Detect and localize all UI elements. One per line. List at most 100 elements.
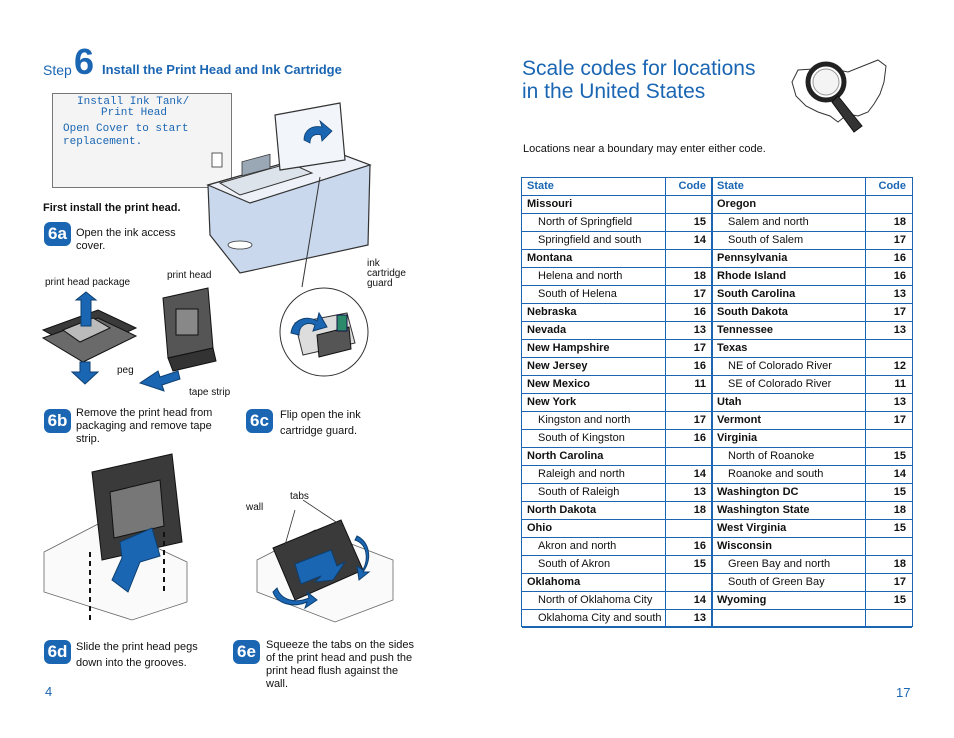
table-row: Wisconsin: [712, 538, 912, 556]
scale-code: 16: [693, 306, 706, 318]
scale-code: Code: [678, 180, 707, 192]
table-row: SE of Colorado River 11: [712, 376, 912, 394]
table-row: New Hampshire 17: [522, 340, 712, 358]
table-row: New York: [522, 394, 712, 412]
scale-code: 17: [693, 414, 706, 426]
table-row: Washington DC 15: [712, 484, 912, 502]
step-6e-illustration: [256, 500, 394, 623]
scale-code: 15: [693, 558, 706, 570]
label-ink-guard-line2: cartridge: [367, 268, 406, 279]
scale-code: 17: [893, 234, 906, 246]
scale-code: 16: [893, 270, 906, 282]
scale-code: 13: [693, 486, 706, 498]
scale-code: 14: [693, 468, 706, 480]
state-label: Kingston and north: [538, 414, 631, 426]
step-badge-6a: 6a: [44, 222, 71, 246]
state-label: Texas: [717, 342, 748, 354]
table-row: Nebraska 16: [522, 304, 712, 322]
state-label: West Virginia: [717, 522, 787, 534]
ink-guard-leader-line: [301, 176, 321, 288]
page-title: Scale codes for locations in the United …: [522, 57, 755, 103]
scale-code: 16: [693, 432, 706, 444]
step-number: 6: [74, 41, 95, 82]
state-label: Virginia: [717, 432, 758, 444]
state-label: Raleigh and north: [538, 468, 625, 480]
state-label: New Hampshire: [527, 342, 610, 354]
meter-illustration: [206, 102, 372, 274]
scale-code: 17: [693, 342, 706, 354]
table-row: Kingston and north 17: [522, 412, 712, 430]
state-label: Washington DC: [717, 486, 799, 498]
scale-code: 17: [893, 414, 906, 426]
scale-code: 17: [893, 576, 906, 588]
state-label: Ohio: [527, 522, 553, 534]
first-install-note: First install the print head.: [43, 202, 181, 214]
lcd-line: replacement.: [63, 136, 143, 148]
table-row: Missouri: [522, 196, 712, 214]
scale-code: 11: [894, 378, 906, 390]
step-badge-6e: 6e: [233, 640, 260, 664]
us-map-magnifier-icon: [791, 59, 887, 133]
label-ink-guard-line3: guard: [367, 278, 393, 289]
state-label: North Dakota: [527, 504, 597, 516]
state-label: South Carolina: [717, 288, 796, 300]
scale-code: 12: [893, 360, 906, 372]
label-wall: wall: [246, 502, 264, 513]
table-row: Nevada 13: [522, 322, 712, 340]
state-label: New Jersey: [527, 360, 588, 372]
scale-code: 17: [893, 306, 906, 318]
label-print-head-package: print head package: [45, 277, 131, 288]
scale-code: 16: [693, 360, 706, 372]
step-text-6d: Slide the print head pegs down into the …: [76, 641, 198, 669]
state-label: New York: [527, 396, 577, 408]
state-label: South of Helena: [538, 288, 617, 300]
scale-code: 15: [893, 450, 906, 462]
state-label: Nevada: [527, 324, 567, 336]
state-label: Akron and north: [538, 540, 617, 552]
state-label: South of Kingston: [538, 432, 625, 444]
state-label: New Mexico: [527, 378, 590, 390]
table-row: Green Bay and north 18: [712, 556, 912, 574]
scale-code: 13: [893, 324, 906, 336]
label-tabs: tabs: [290, 491, 309, 502]
scale-code: Code: [878, 180, 907, 192]
table-row: Montana: [522, 250, 712, 268]
scale-code: 15: [893, 486, 906, 498]
scale-code: 15: [893, 522, 906, 534]
scale-code: 15: [693, 216, 706, 228]
state-label: Springfield and south: [538, 234, 642, 246]
state-label: Rhode Island: [717, 270, 787, 282]
scale-code: 18: [893, 558, 906, 570]
scale-code: 13: [693, 324, 706, 336]
state-label: Salem and north: [728, 216, 809, 228]
print-head-illustration: [138, 287, 217, 392]
state-label: Missouri: [527, 198, 573, 210]
label-peg: peg: [117, 365, 134, 376]
table-row: Oklahoma: [522, 574, 712, 592]
step-text-6b: Remove the print head from packaging and…: [76, 407, 213, 445]
state-label: Nebraska: [527, 306, 577, 318]
state-label: Green Bay and north: [728, 558, 831, 570]
page-number-right: 17: [896, 685, 911, 700]
state-label: SE of Colorado River: [728, 378, 832, 390]
table-row: North Carolina: [522, 448, 712, 466]
